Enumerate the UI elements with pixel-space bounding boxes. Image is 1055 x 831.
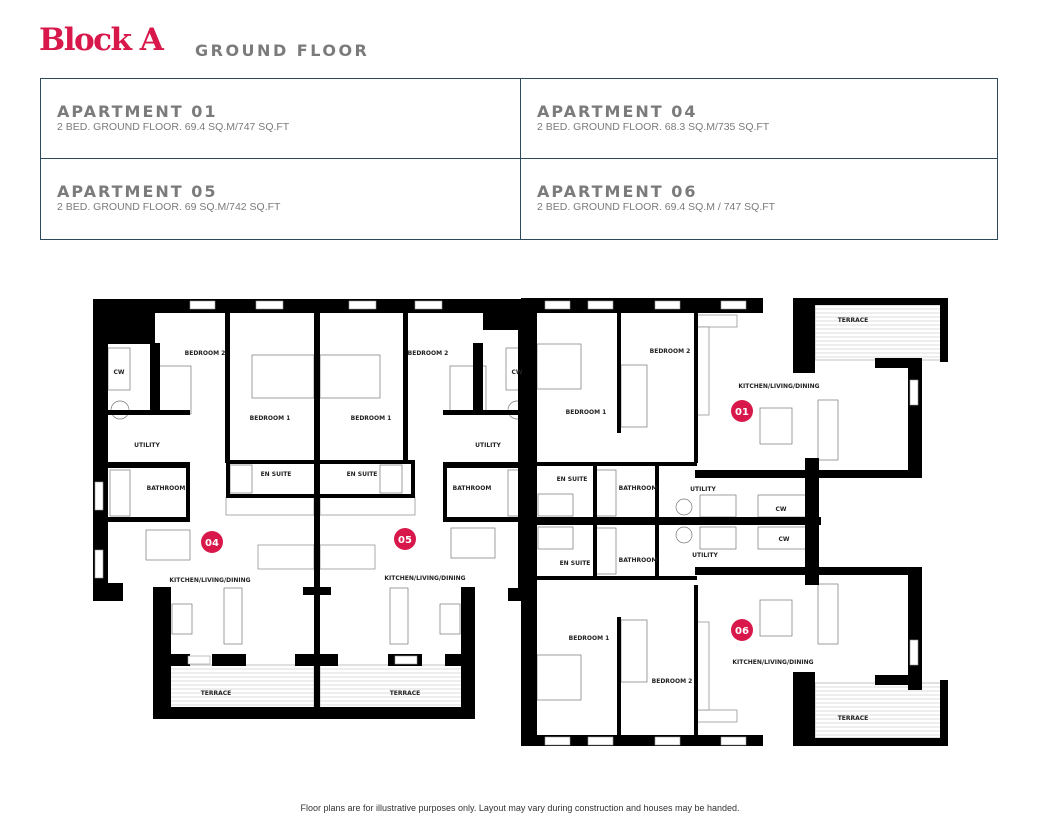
windows xyxy=(94,300,919,746)
room-label: TERRACE xyxy=(201,690,232,697)
room-label: BEDROOM 2 xyxy=(650,348,691,355)
room-label: BEDROOM 1 xyxy=(351,415,392,422)
room-label: BATHROOM xyxy=(619,485,658,492)
apartment-desc: 2 BED. GROUND FLOOR. 69.4 SQ.M / 747 SQ.… xyxy=(537,201,776,213)
badge-01-label: 01 xyxy=(735,407,749,418)
floor-title: GROUND FLOOR xyxy=(195,41,370,60)
room-label: CW xyxy=(778,536,789,543)
room-label: KITCHEN/LIVING/DINING xyxy=(732,659,813,666)
apartment-name: APARTMENT 01 xyxy=(57,102,218,121)
room-label: KITCHEN/LIVING/DINING xyxy=(738,383,819,390)
room-label: CW xyxy=(775,506,786,513)
room-label: EN SUITE xyxy=(560,560,591,567)
room-label: UTILITY xyxy=(692,552,718,559)
room-label: UTILITY xyxy=(475,442,501,449)
room-label: TERRACE xyxy=(838,715,869,722)
room-label: KITCHEN/LIVING/DINING xyxy=(169,577,250,584)
furniture xyxy=(107,343,839,701)
apartment-cell: APARTMENT 06 2 BED. GROUND FLOOR. 69.4 S… xyxy=(521,159,997,239)
room-label: UTILITY xyxy=(134,442,160,449)
room-label: BATHROOM xyxy=(147,485,186,492)
room-label: BEDROOM 1 xyxy=(250,415,291,422)
room-label: BEDROOM 2 xyxy=(408,350,449,357)
room-labels: BEDROOM 2 BEDROOM 1 UTILITY BATHROOM EN … xyxy=(113,317,868,722)
apartment-desc: 2 BED. GROUND FLOOR. 69.4 SQ.M/747 SQ.FT xyxy=(57,121,290,133)
room-label: CW xyxy=(113,369,124,376)
room-label: EN SUITE xyxy=(557,476,588,483)
room-label: EN SUITE xyxy=(347,471,378,478)
room-label: BEDROOM 2 xyxy=(185,350,226,357)
room-label: CW xyxy=(511,369,522,376)
walls xyxy=(93,298,948,746)
room-label: KITCHEN/LIVING/DINING xyxy=(384,575,465,582)
apartment-cell: APARTMENT 01 2 BED. GROUND FLOOR. 69.4 S… xyxy=(41,79,521,159)
apartment-desc: 2 BED. GROUND FLOOR. 69 SQ.M/742 SQ.FT xyxy=(57,201,281,213)
apartment-name: APARTMENT 05 xyxy=(57,182,218,201)
room-label: BEDROOM 1 xyxy=(569,635,610,642)
apartment-table: APARTMENT 01 2 BED. GROUND FLOOR. 69.4 S… xyxy=(40,78,998,240)
room-label: EN SUITE xyxy=(261,471,292,478)
room-label: TERRACE xyxy=(390,690,421,697)
terrace-decking xyxy=(162,308,941,736)
badge-04-label: 04 xyxy=(205,538,219,549)
badge-05-label: 05 xyxy=(398,535,412,546)
badge-06-label: 06 xyxy=(735,626,749,637)
apartment-name: APARTMENT 06 xyxy=(537,182,698,201)
badge-04 xyxy=(201,531,223,553)
room-label: BEDROOM 2 xyxy=(652,678,693,685)
room-label: UTILITY xyxy=(690,486,716,493)
apartment-cell: APARTMENT 05 2 BED. GROUND FLOOR. 69 SQ.… xyxy=(41,159,521,239)
apartment-desc: 2 BED. GROUND FLOOR. 68.3 SQ.M/735 SQ.FT xyxy=(537,121,770,133)
block-logo: Block A xyxy=(39,22,164,58)
apartment-cell: APARTMENT 04 2 BED. GROUND FLOOR. 68.3 S… xyxy=(521,79,997,159)
badge-05 xyxy=(394,528,416,550)
disclaimer: Floor plans are for illustrative purpose… xyxy=(300,803,740,813)
badge-01 xyxy=(731,400,753,422)
room-label: BEDROOM 1 xyxy=(566,409,607,416)
apartment-name: APARTMENT 04 xyxy=(537,102,698,121)
kitchen-counters xyxy=(225,314,738,723)
room-label: BATHROOM xyxy=(619,557,658,564)
apartment-badges: 04 05 01 06 xyxy=(201,400,753,641)
badge-06 xyxy=(731,619,753,641)
room-label: BATHROOM xyxy=(453,485,492,492)
room-label: TERRACE xyxy=(838,317,869,324)
